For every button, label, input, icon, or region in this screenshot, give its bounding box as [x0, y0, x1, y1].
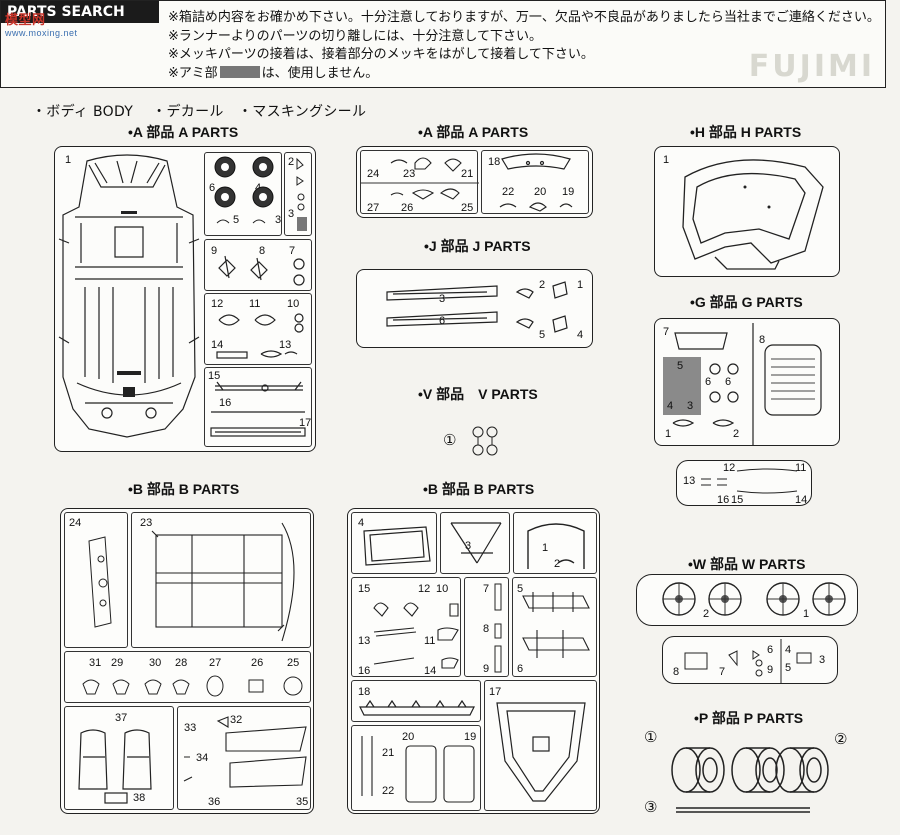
body-decal-masking-line: ・ボディ BODY ・デカール ・マスキングシール	[32, 104, 367, 120]
h-parts-title: •H 部品 H PARTS	[690, 124, 802, 140]
a-wheel-cell: 6453	[204, 152, 282, 236]
w-parts-title: •W 部品 W PARTS	[688, 556, 806, 572]
p-parts-title: •P 部品 P PARTS	[694, 710, 804, 726]
note-item: ※メッキパーツの接着は、接着部分のメッキをはがして接着して下さい。	[168, 47, 594, 62]
g-parts-title: •G 部品 G PARTS	[690, 294, 803, 310]
b-cell-18: 18	[351, 680, 481, 722]
p-part-marker-3: ③	[644, 798, 658, 816]
h-parts-runner: 1	[654, 146, 840, 277]
b-cell-4: 4	[351, 512, 437, 574]
b-cell-23: 23	[131, 512, 311, 648]
a-parts-title-left: •A 部品 A PARTS	[128, 124, 239, 140]
mesh-swatch	[219, 65, 260, 78]
v-part-drawing	[472, 426, 498, 456]
faded-brand-watermark: FUJIMI	[748, 49, 875, 84]
instruction-header: PARTS SEARCH 模型网 www.moxing.net ※箱詰め内容をお…	[0, 0, 886, 88]
note-item: ※アミ部は、使用しません。	[168, 65, 379, 81]
b-cell-24: 24	[64, 512, 128, 648]
p-part-marker-2: ②	[834, 730, 848, 748]
b-parts-title-left: •B 部品 B PARTS	[128, 481, 240, 497]
b-cell-17: 17	[484, 680, 597, 811]
p-part-marker-1: ①	[644, 728, 658, 746]
a-parts-runner-left: 1 6453 23 987	[54, 146, 316, 452]
tire-drawing	[671, 747, 829, 813]
note-item: ※箱詰め内容をお確かめ下さい。十分注意しておりますが、万一、欠品や不良品がありま…	[168, 10, 880, 25]
site-watermark: 模型网 www.moxing.net	[5, 12, 78, 38]
j-parts-title: •J 部品 J PARTS	[424, 238, 531, 254]
notes-list: ※箱詰め内容をお確かめ下さい。十分注意しておりますが、万一、欠品や不良品がありま…	[168, 9, 880, 83]
chassis-drawing	[58, 154, 200, 438]
v-part-marker: ①	[443, 431, 457, 449]
note-item: ※ランナーよりのパーツの切り離しには、十分注意して下さい。	[168, 28, 542, 44]
b-cell-3: 3	[440, 512, 510, 574]
a-parts-title-mid: •A 部品 A PARTS	[418, 124, 529, 140]
b-parts-title-mid: •B 部品 B PARTS	[423, 481, 535, 497]
v-parts-title: •V 部品 V PARTS	[418, 386, 538, 402]
parts-search-tag: PARTS SEARCH	[1, 1, 159, 23]
